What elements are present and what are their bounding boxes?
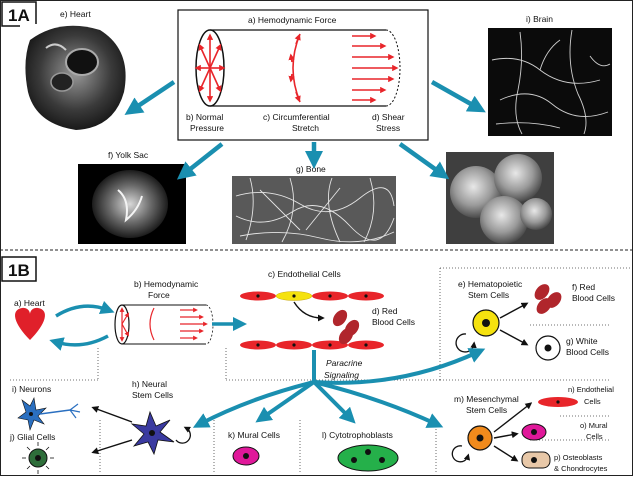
force-title: a) Hemodynamic Force bbox=[248, 15, 337, 25]
panel-1b-tag-box bbox=[1, 256, 37, 282]
cytotrophoblasts-label: l) Cytotrophoblasts bbox=[322, 430, 393, 440]
neural-label-2: Stem Cells bbox=[132, 390, 173, 400]
osteoblasts-label-2: & Chondrocytes bbox=[554, 464, 608, 473]
hsc-label-1: e) Hematopoietic bbox=[458, 279, 523, 289]
neural-stem-cell bbox=[91, 406, 191, 456]
glial-label: j) Glial Cells bbox=[9, 432, 55, 442]
osteoblasts-label-1: p) Osteoblasts bbox=[554, 453, 603, 462]
normal-pressure-label-2: Pressure bbox=[190, 123, 224, 133]
normal-pressure-label-1: b) Normal bbox=[186, 112, 223, 122]
bone-micrograph bbox=[232, 176, 396, 244]
normal-pressure-arrows bbox=[194, 33, 226, 103]
force-1b-label-1: b) Hemodynamic bbox=[134, 279, 199, 289]
white-blood-cell bbox=[535, 335, 561, 361]
white-blood-label-1: g) White bbox=[566, 336, 598, 346]
neuron-cell bbox=[17, 397, 81, 432]
neurons-label: i) Neurons bbox=[12, 384, 51, 394]
red-blood-f-label-2: Blood Cells bbox=[572, 293, 615, 303]
endothelial-cell-n bbox=[538, 397, 578, 407]
paracrine-arrows bbox=[192, 348, 486, 428]
endothelial-n-label-2: Cells bbox=[584, 397, 601, 406]
shear-stress-arrows bbox=[352, 32, 399, 104]
msc-label-1: m) Mesenchymal bbox=[454, 394, 519, 404]
red-blood-cells-f bbox=[534, 284, 562, 314]
bone-label: g) Bone bbox=[296, 164, 326, 174]
endothelial-label: c) Endothelial Cells bbox=[268, 269, 341, 279]
panel-1a-tag: 1A bbox=[8, 6, 30, 25]
panel-1a-tag-box bbox=[1, 1, 37, 27]
mural-k-label: k) Mural Cells bbox=[228, 430, 280, 440]
endothelial-cells bbox=[240, 291, 384, 350]
osteoblast-cell bbox=[521, 451, 551, 469]
panel-1b: 1B a) Heart b) Hemodynamic Force bbox=[1, 256, 630, 474]
placenta-micrograph bbox=[446, 152, 554, 244]
paracrine-label-2: Signaling bbox=[324, 370, 359, 380]
circumferential-label-1: c) Circumferential bbox=[263, 112, 330, 122]
panel-1b-tag: 1B bbox=[8, 261, 30, 280]
msc-label-2: Stem Cells bbox=[466, 405, 507, 415]
shear-label-2: Stress bbox=[376, 123, 400, 133]
cytotrophoblast-cell bbox=[337, 444, 399, 472]
glial-cell bbox=[22, 442, 54, 474]
red-blood-cells-d bbox=[332, 309, 360, 345]
heart-label: e) Heart bbox=[60, 9, 91, 19]
msc-cell bbox=[451, 402, 533, 463]
heart-force-loop-arrows bbox=[49, 300, 115, 351]
white-blood-label-2: Blood Cells bbox=[566, 347, 609, 357]
yolk-sac-image bbox=[78, 164, 186, 244]
red-blood-d-label-1: d) Red bbox=[372, 306, 398, 316]
mural-o-label-2: Cells bbox=[586, 432, 603, 441]
panel-1a-arrows bbox=[124, 80, 486, 180]
circumferential-stretch-arrows bbox=[288, 33, 301, 103]
brain-micrograph bbox=[488, 28, 612, 136]
heart-icon bbox=[15, 307, 45, 340]
yolk-sac-label: f) Yolk Sac bbox=[108, 150, 149, 160]
red-blood-f-label-1: f) Red bbox=[572, 282, 595, 292]
mural-cell-o bbox=[521, 423, 547, 441]
heart-micrograph bbox=[20, 24, 130, 132]
shear-label-1: d) Shear bbox=[372, 112, 405, 122]
mural-cell-k bbox=[232, 446, 260, 466]
heart-1b-label: a) Heart bbox=[14, 298, 45, 308]
force-1b-vessel bbox=[114, 304, 214, 345]
hsc-label-2: Stem Cells bbox=[468, 290, 509, 300]
panel-1b-dotted-guides bbox=[10, 267, 630, 474]
endothelial-n-label-1: n) Endothelial bbox=[568, 385, 614, 394]
brain-label: i) Brain bbox=[526, 14, 553, 24]
panel-1a: 1A a) Hemodynamic Force bbox=[1, 1, 612, 244]
neural-label-1: h) Neural bbox=[132, 379, 167, 389]
mural-o-label-1: o) Mural bbox=[580, 421, 608, 430]
endothelial-row-top bbox=[240, 291, 384, 301]
red-blood-d-label-2: Blood Cells bbox=[372, 317, 415, 327]
force-1b-label-2: Force bbox=[148, 290, 170, 300]
hsc-cell bbox=[455, 302, 529, 353]
endothelial-row-bottom bbox=[240, 340, 384, 350]
circumferential-label-2: Stretch bbox=[292, 123, 319, 133]
paracrine-label-1: Paracrine bbox=[326, 358, 363, 368]
